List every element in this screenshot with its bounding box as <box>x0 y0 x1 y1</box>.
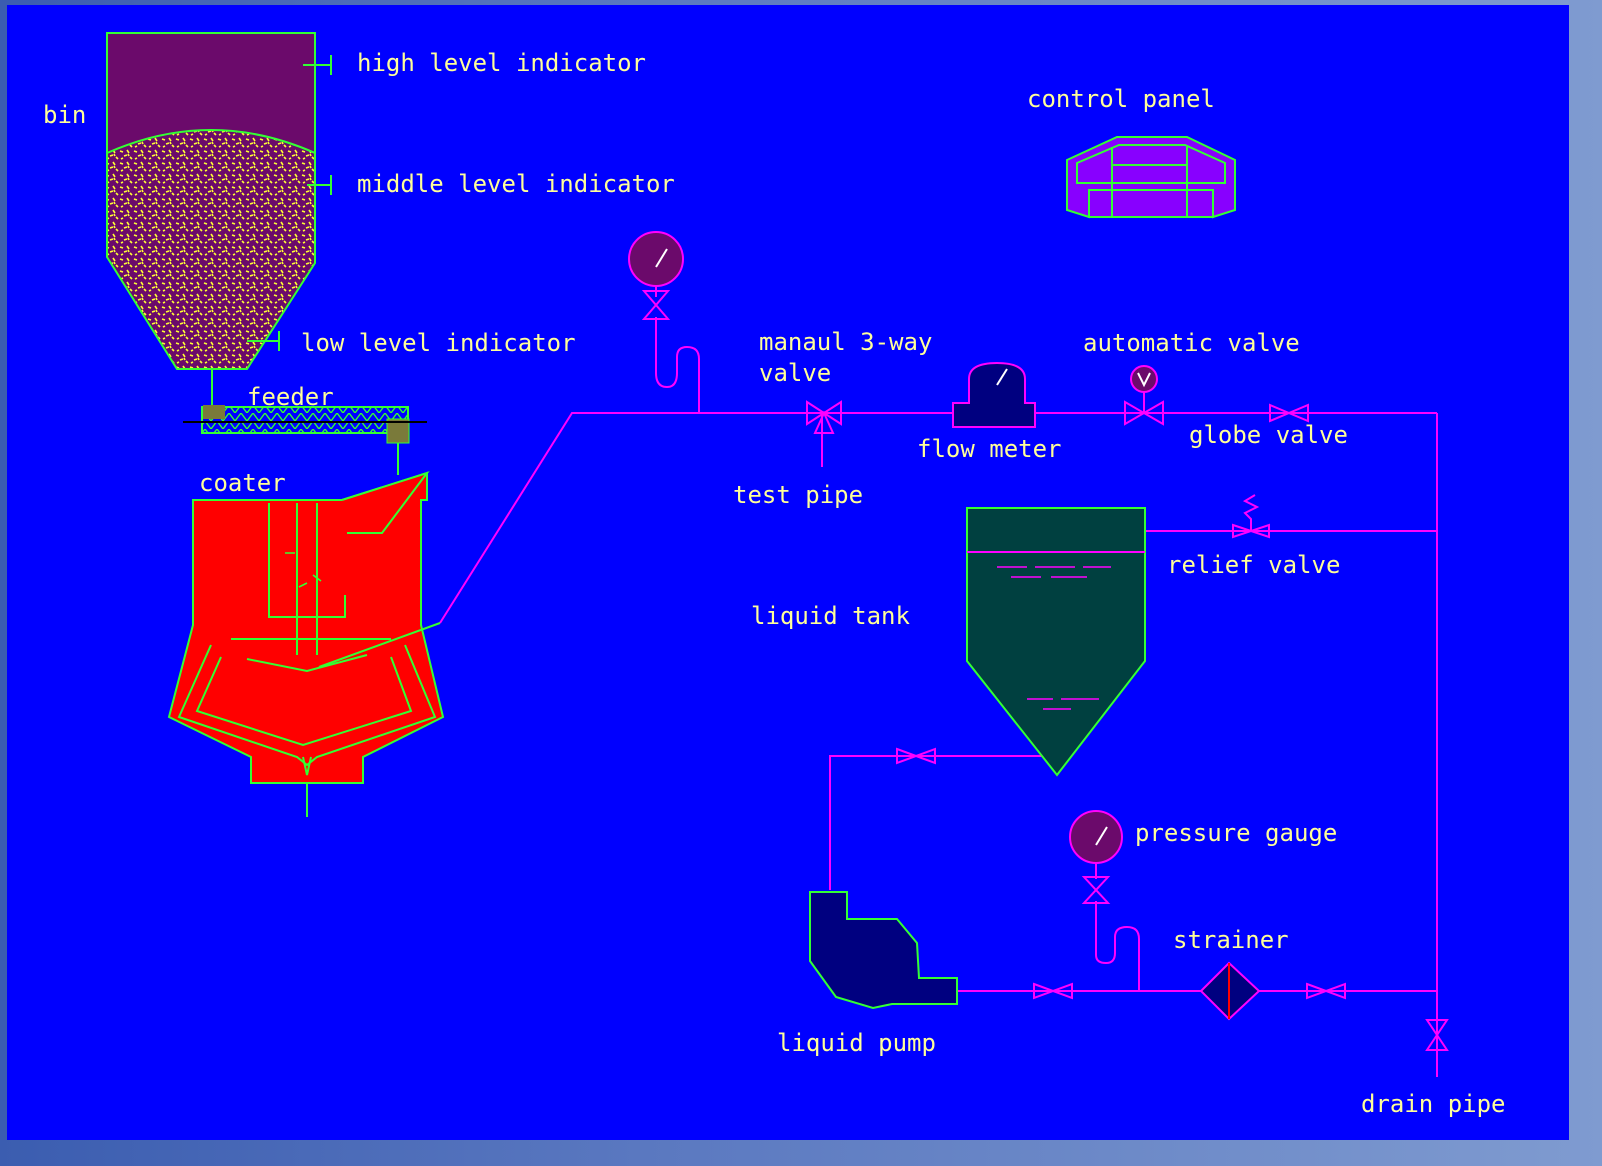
globe-valve-icon <box>1269 403 1309 423</box>
label-bin: bin <box>43 101 86 129</box>
lower-pressure-gauge-icon <box>1069 810 1123 904</box>
feeder <box>183 405 427 475</box>
liquid-tank <box>966 507 1146 777</box>
label-feeder: feeder <box>247 383 334 411</box>
liquid-pump <box>809 891 958 1010</box>
automatic-valve-icon <box>1124 400 1164 426</box>
label-relief-valve: relief valve <box>1167 551 1340 579</box>
high-level-indicator-mark <box>303 55 332 75</box>
pipe-network <box>439 317 1438 1077</box>
label-coater: coater <box>199 469 286 497</box>
upper-gauge-siphon <box>655 317 700 413</box>
label-pressure-gauge: pressure gauge <box>1135 819 1337 847</box>
label-flow-meter: flow meter <box>917 435 1062 463</box>
diagram-canvas: bin high level indicator middle level in… <box>7 5 1569 1140</box>
label-liquid-pump: liquid pump <box>777 1029 936 1057</box>
strainer-icon <box>1199 961 1261 1021</box>
control-panel <box>1066 136 1236 219</box>
label-automatic-valve: automatic valve <box>1083 329 1300 357</box>
strainer-outlet-valve-icon <box>1306 982 1346 1000</box>
tank-outlet-valve-icon <box>896 747 936 765</box>
label-manual-valve-line2: valve <box>759 359 831 387</box>
process-diagram: bin high level indicator middle level in… <box>43 32 1506 1118</box>
bin <box>106 32 332 407</box>
label-low-level-indicator: low level indicator <box>301 329 576 357</box>
label-test-pipe: test pipe <box>733 481 863 509</box>
main-supply-pipe <box>439 412 1437 624</box>
lower-gauge-siphon <box>1095 901 1140 991</box>
label-control-panel: control panel <box>1027 85 1215 113</box>
tank-outlet-pipe <box>829 755 1057 890</box>
manual-3-way-valve-icon <box>806 400 842 434</box>
flow-meter-icon <box>952 361 1036 428</box>
label-manual-valve-line1: manaul 3-way <box>759 328 932 356</box>
label-drain-pipe: drain pipe <box>1361 1090 1506 1118</box>
middle-level-indicator-mark <box>307 175 332 195</box>
label-strainer: strainer <box>1173 926 1289 954</box>
label-middle-level-indicator: middle level indicator <box>357 170 675 198</box>
upper-pressure-gauge-icon <box>628 231 684 320</box>
label-globe-valve: globe valve <box>1189 421 1348 449</box>
relief-valve-icon <box>1232 494 1270 539</box>
drain-valve-icon <box>1425 1019 1449 1051</box>
label-high-level-indicator: high level indicator <box>357 49 646 77</box>
coater <box>167 471 445 817</box>
low-level-indicator-mark <box>247 331 280 351</box>
automatic-valve-actuator-icon <box>1130 365 1158 393</box>
pump-discharge-valve-icon <box>1033 982 1073 1000</box>
label-liquid-tank: liquid tank <box>751 602 910 630</box>
